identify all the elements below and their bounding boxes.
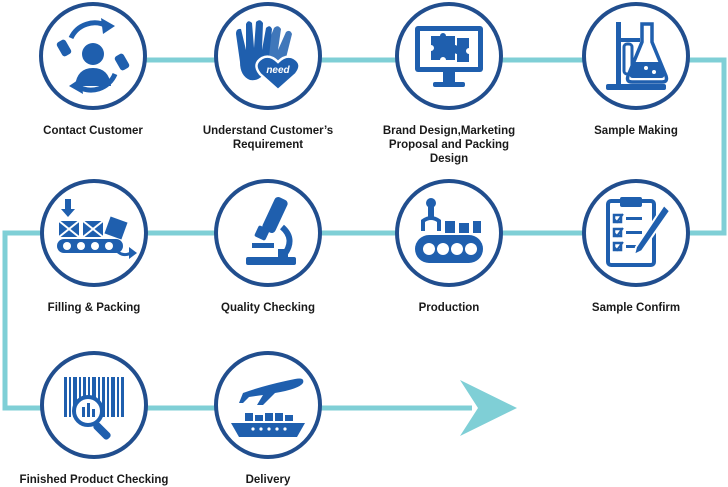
step-circle [582,179,690,287]
step-label: Contact Customer [43,125,143,137]
step-circle [214,351,322,459]
step-production: Production [369,179,529,315]
monitor-puzzle-icon [415,26,483,87]
barcode-magnifier-icon [64,377,124,440]
step-circle [40,351,148,459]
step-label: Delivery [245,474,291,486]
step-circle [395,179,503,287]
clipboard-checklist-icon [606,197,672,267]
step-contact-customer: Contact Customer [13,2,173,138]
lab-flask-icon [606,22,669,90]
step-filling-packing: Filling & Packing [14,179,174,315]
step-circle [39,2,147,110]
step-brand-design: Brand Design,Marketing Proposal and Pack… [369,2,529,166]
step-circle [395,2,503,110]
step-sample-confirm: Sample Confirm [556,179,716,315]
step-circle [40,179,148,287]
microscope-icon [246,197,296,265]
flow-arrowhead [460,380,517,436]
step-label: Sample Confirm [591,302,681,314]
step-sample-making: Sample Making [556,2,716,138]
step-finished-product-checking: Finished Product Checking [14,351,174,487]
step-understand-requirement: need Understand Customer’s Requirement [188,2,348,152]
step-circle [214,179,322,287]
conveyor-boxes-icon [57,199,137,259]
step-circle [582,2,690,110]
need-text: need [266,65,290,76]
step-quality-checking: Quality Checking [188,179,348,315]
step-label: Quality Checking [221,302,315,314]
step-delivery: Delivery [188,351,348,487]
hands-heart-need-icon: need [236,20,301,92]
step-label: Production [418,302,480,314]
phone-agent-icon [56,18,130,94]
step-label: Understand Customer’s Requirement [202,125,334,151]
plane-ship-icon [231,378,305,437]
step-label: Brand Design,Marketing Proposal and Pack… [382,125,516,165]
step-circle: need [214,2,322,110]
step-label: Filling & Packing [47,302,141,314]
step-label: Sample Making [594,125,678,137]
step-label: Finished Product Checking [19,474,169,486]
robot-conveyor-icon [415,198,483,263]
